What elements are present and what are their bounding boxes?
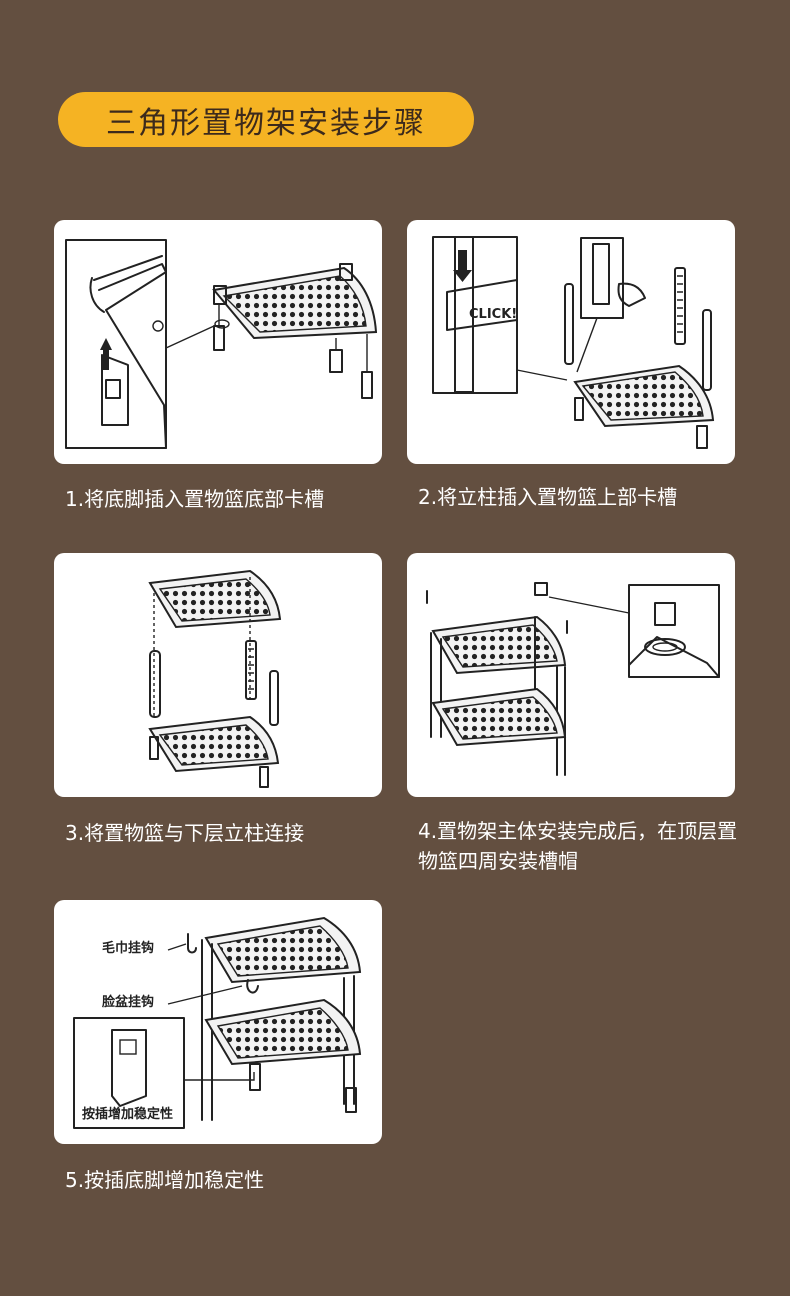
detail-frame — [73, 1017, 185, 1129]
detail-frame-2 — [580, 237, 624, 319]
step-4-card — [407, 553, 735, 797]
step-4-illustration — [426, 582, 720, 776]
step-2-illustration: CLICK! — [432, 236, 715, 449]
step-5-caption: 5.按插底脚增加稳定性 — [65, 1168, 265, 1192]
page-title: 三角形置物架安装步骤 — [106, 105, 426, 141]
title-banner: 三角形置物架安装步骤 — [58, 92, 474, 147]
step-5-illustration: 毛巾挂钩 脸盆挂钩 按插增加稳定性 — [73, 916, 362, 1129]
step-2-card: CLICK! — [407, 220, 735, 464]
step-4-caption: 4.置物架主体安装完成后，在顶层置物篮四周安装槽帽 — [418, 819, 738, 873]
detail-frame — [628, 584, 720, 678]
basin-hook-label: 脸盆挂钩 — [102, 994, 154, 1010]
step-3-card — [54, 553, 382, 797]
detail-frame — [65, 239, 167, 449]
step-3-illustration — [148, 569, 282, 788]
step-1-illustration — [65, 239, 378, 449]
click-label: CLICK! — [469, 307, 517, 322]
step-1-caption: 1.将底脚插入置物篮底部卡槽 — [65, 487, 325, 511]
step-3-caption: 3.将置物篮与下层立柱连接 — [65, 821, 305, 845]
towel-hook-label: 毛巾挂钩 — [102, 940, 154, 956]
step-1-card — [54, 220, 382, 464]
step-5-card: 毛巾挂钩 脸盆挂钩 按插增加稳定性 — [54, 900, 382, 1144]
foot-note-label: 按插增加稳定性 — [82, 1106, 173, 1122]
step-2-caption: 2.将立柱插入置物篮上部卡槽 — [418, 485, 678, 509]
